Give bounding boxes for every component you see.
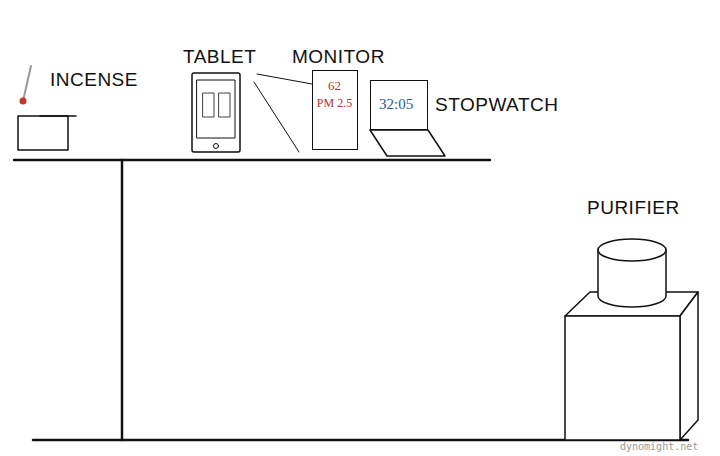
part-name: INCENSE bbox=[50, 70, 138, 89]
monitor-box: 62PM 2.5 bbox=[312, 70, 358, 150]
purifier-fan-top bbox=[598, 239, 666, 261]
display-text: 32:05 bbox=[371, 94, 427, 114]
leader-line bbox=[257, 74, 312, 84]
incense-box bbox=[18, 116, 68, 150]
shelf-line bbox=[14, 159, 490, 162]
tablet-page bbox=[219, 93, 230, 117]
display-text: 62 bbox=[313, 77, 357, 95]
display-text: PM 2.5 bbox=[313, 95, 357, 111]
tablet-body bbox=[192, 73, 240, 152]
tablet-page bbox=[203, 93, 214, 117]
part-name: TABLET bbox=[183, 47, 256, 66]
purifier-front bbox=[565, 316, 680, 440]
tablet-stand bbox=[254, 82, 299, 152]
laptop-base bbox=[370, 130, 445, 156]
purifier-side bbox=[680, 292, 698, 440]
incense-ember bbox=[20, 98, 27, 105]
tablet-screen bbox=[197, 80, 235, 138]
watermark: dynomight.net bbox=[620, 442, 698, 452]
stopwatch-screen: 32:05 bbox=[370, 80, 428, 130]
incense-lid bbox=[40, 115, 76, 117]
tablet-button bbox=[214, 144, 219, 149]
shelf-leg bbox=[121, 160, 124, 440]
part-name: STOPWATCH bbox=[435, 95, 558, 114]
part-name: PURIFIER bbox=[587, 198, 680, 217]
part-name: MONITOR bbox=[292, 47, 385, 66]
incense-stick bbox=[23, 66, 31, 101]
